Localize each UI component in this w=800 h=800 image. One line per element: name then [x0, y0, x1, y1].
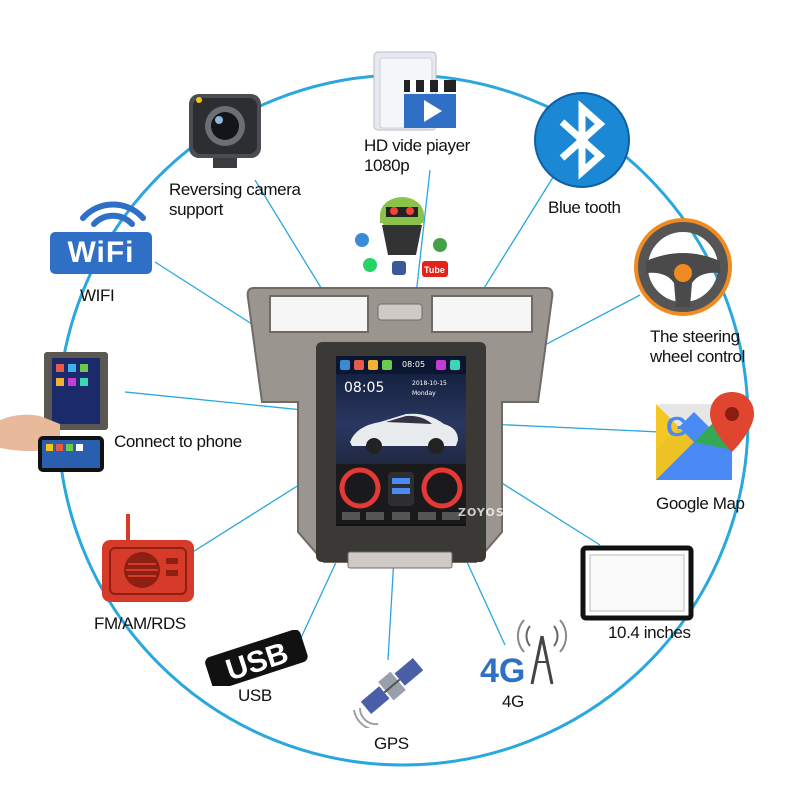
wifi-icon [80, 201, 146, 227]
feature-screen-size: 10.4 inches [578, 545, 718, 645]
screen-date: 2018-10-15 [412, 380, 447, 387]
watermark: ZOYOSKII [458, 506, 525, 519]
screen-size-label: 10.4 inches [608, 623, 691, 642]
screen-frame-icon [580, 545, 694, 621]
feature-bluetooth: Blue tooth [520, 90, 640, 220]
feature-usb: USB USB [198, 630, 318, 710]
feature-steering: The steering wheel control [620, 215, 770, 370]
wifi-badge-text: WiFi [67, 236, 135, 269]
bluetooth-icon [534, 92, 630, 188]
feature-wifi: WiFi WIFI [48, 188, 168, 308]
steering-label-line2: wheel control [650, 347, 745, 366]
feature-camera: Reversing camera support [165, 88, 325, 228]
screen-weekday: Monday [412, 390, 436, 397]
google-maps-icon: G [656, 392, 754, 480]
head-unit-screen[interactable]: 08:05 08:05 2018-10-15 Monday [336, 356, 466, 526]
head-unit: 08:05 08:05 2018-10-15 Monday ZOYOSKII [240, 282, 560, 572]
feature-phone: Connect to phone [0, 350, 260, 480]
fourg-label: 4G [502, 692, 524, 711]
hd-video-label-line2: 1080p [364, 156, 410, 175]
phone-label: Connect to phone [114, 432, 242, 451]
wifi-badge: WiFi [50, 232, 152, 274]
screen-clock: 08:05 [344, 380, 385, 396]
app-icon-3[interactable] [368, 360, 378, 370]
feature-hd-video: HD vide piayer 1080p [358, 50, 488, 190]
app-icon-2[interactable] [354, 360, 364, 370]
climate-panel [336, 464, 466, 524]
car-image [350, 413, 458, 454]
feature-4g: 4G 4G [478, 612, 568, 712]
antenna-icon: 4G [480, 619, 568, 688]
camera-label-line2: support [169, 200, 223, 219]
phone-mirror-icon [0, 352, 108, 472]
app-icon-4[interactable] [382, 360, 392, 370]
feature-android: Tube [352, 185, 452, 280]
hd-video-label-line1: HD vide piayer [364, 136, 470, 155]
usb-icon: USB [205, 630, 308, 686]
fourg-badge-text: 4G [480, 652, 525, 688]
status-time: 08:05 [402, 360, 426, 369]
tube-badge-text: Tube [424, 265, 445, 275]
camera-icon [189, 94, 261, 168]
camera-label-line1: Reversing camera [169, 180, 301, 199]
google-badge-letter: G [666, 411, 688, 442]
feature-google-map: G Google Map [650, 390, 800, 520]
bluetooth-label: Blue tooth [548, 198, 621, 217]
wifi-label: WIFI [80, 286, 115, 305]
radio-icon [102, 514, 194, 602]
google-map-label: Google Map [656, 494, 745, 513]
status-bar: 08:05 [336, 356, 466, 374]
usb-badge-text: USB [222, 636, 292, 686]
android-apps-icon: Tube [355, 197, 448, 277]
steering-wheel-icon [634, 218, 732, 316]
app-icon-5[interactable] [436, 360, 446, 370]
feature-radio: FM/AM/RDS [88, 510, 218, 635]
app-icon-6[interactable] [450, 360, 460, 370]
gps-label: GPS [374, 734, 409, 753]
video-clapper-icon [373, 51, 456, 131]
usb-label: USB [238, 686, 272, 705]
radio-label: FM/AM/RDS [94, 614, 186, 633]
satellite-icon [353, 658, 424, 728]
feature-gps: GPS [348, 650, 438, 755]
steering-label-line1: The steering [650, 327, 740, 346]
app-icon-1[interactable] [340, 360, 350, 370]
